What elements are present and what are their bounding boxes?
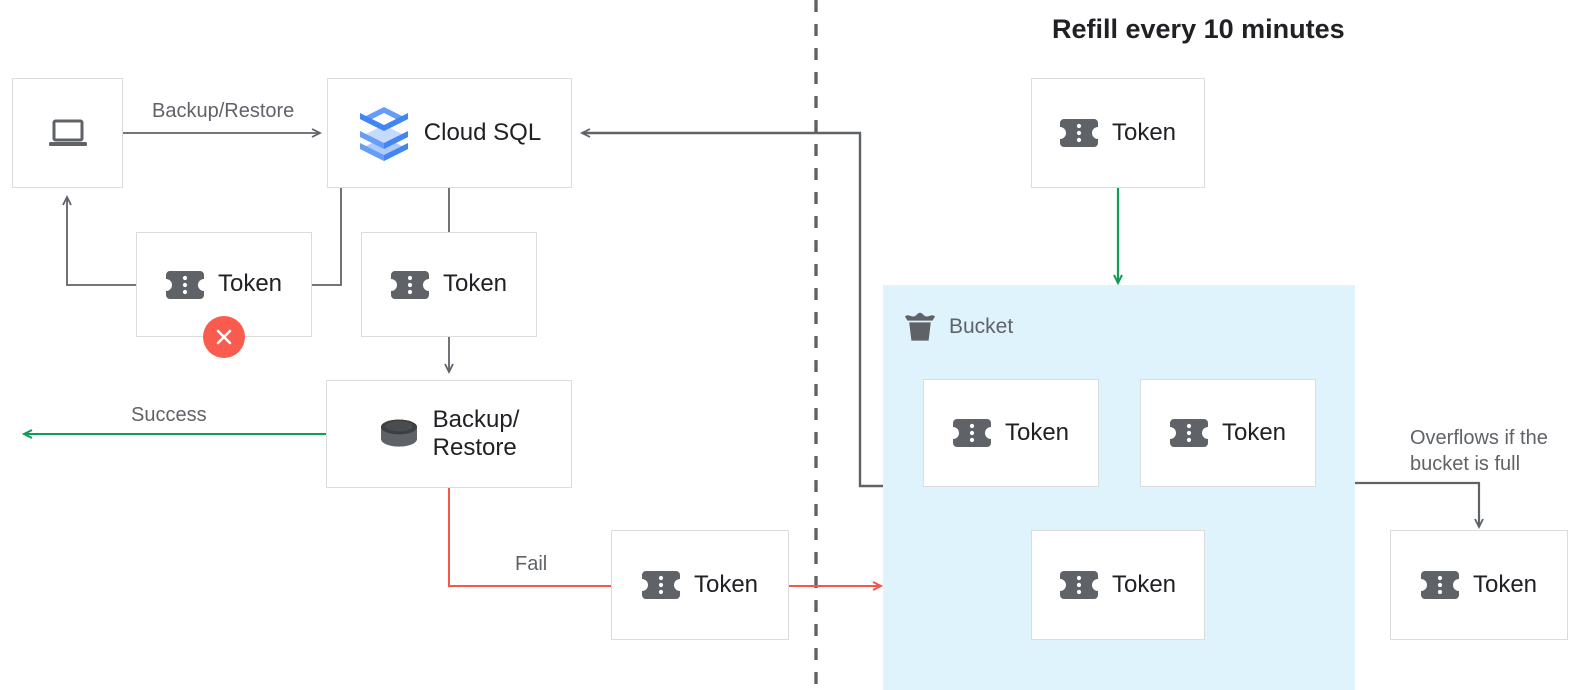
token-fail-node[interactable]: Token (611, 530, 789, 640)
token-fail-label: Token (693, 570, 759, 598)
backup-restore-label: Backup/ Restore (432, 405, 520, 461)
token-icon (952, 418, 991, 448)
diagram-title: Refill every 10 minutes (1052, 14, 1345, 44)
token-bucket-3-node[interactable]: Token (1031, 530, 1205, 640)
cloud-sql-icon (358, 105, 410, 161)
error-badge (203, 316, 245, 358)
token-overflow-node[interactable]: Token (1390, 530, 1568, 640)
laptop-icon (47, 116, 89, 150)
database-icon (379, 417, 419, 451)
token-bucket-2-label: Token (1221, 418, 1287, 446)
edge-label-success: Success (131, 404, 207, 426)
token-consumed-label: Token (442, 270, 508, 298)
close-icon (216, 329, 232, 345)
cloud-sql-node[interactable]: Cloud SQL (327, 78, 572, 188)
token-rejected-label: Token (217, 270, 283, 298)
edge-bucket-overflow (1355, 481, 1484, 530)
token-refill-label: Token (1111, 118, 1177, 146)
bucket-header: Bucket (903, 312, 1013, 342)
cloud-sql-label: Cloud SQL (423, 118, 542, 146)
token-icon (641, 570, 680, 600)
token-rejected-node[interactable]: Token (136, 232, 312, 337)
token-icon (165, 270, 204, 300)
token-refill-node[interactable]: Token (1031, 78, 1205, 188)
bucket-label: Bucket (949, 315, 1014, 338)
token-overflow-label: Token (1472, 570, 1538, 598)
token-bucket-3-label: Token (1111, 570, 1177, 598)
token-icon (1059, 570, 1098, 600)
token-bucket-1-label: Token (1004, 418, 1070, 446)
edge-label-overflow: Overflows if the bucket is full (1410, 427, 1548, 475)
edge-label-backup-restore: Backup/Restore (152, 100, 295, 122)
backup-restore-node[interactable]: Backup/ Restore (326, 380, 572, 488)
token-consumed-node[interactable]: Token (361, 232, 537, 337)
token-icon (390, 270, 429, 300)
edge-bucket-to-cloudsql (579, 128, 883, 488)
token-icon (1059, 118, 1098, 148)
token-bucket-1-node[interactable]: Token (923, 379, 1099, 487)
edge-label-fail: Fail (515, 553, 548, 575)
client-workstation-node[interactable] (12, 78, 123, 188)
token-bucket-2-node[interactable]: Token (1140, 379, 1316, 487)
token-icon (1420, 570, 1459, 600)
bucket-icon (903, 312, 937, 342)
token-icon (1169, 418, 1208, 448)
